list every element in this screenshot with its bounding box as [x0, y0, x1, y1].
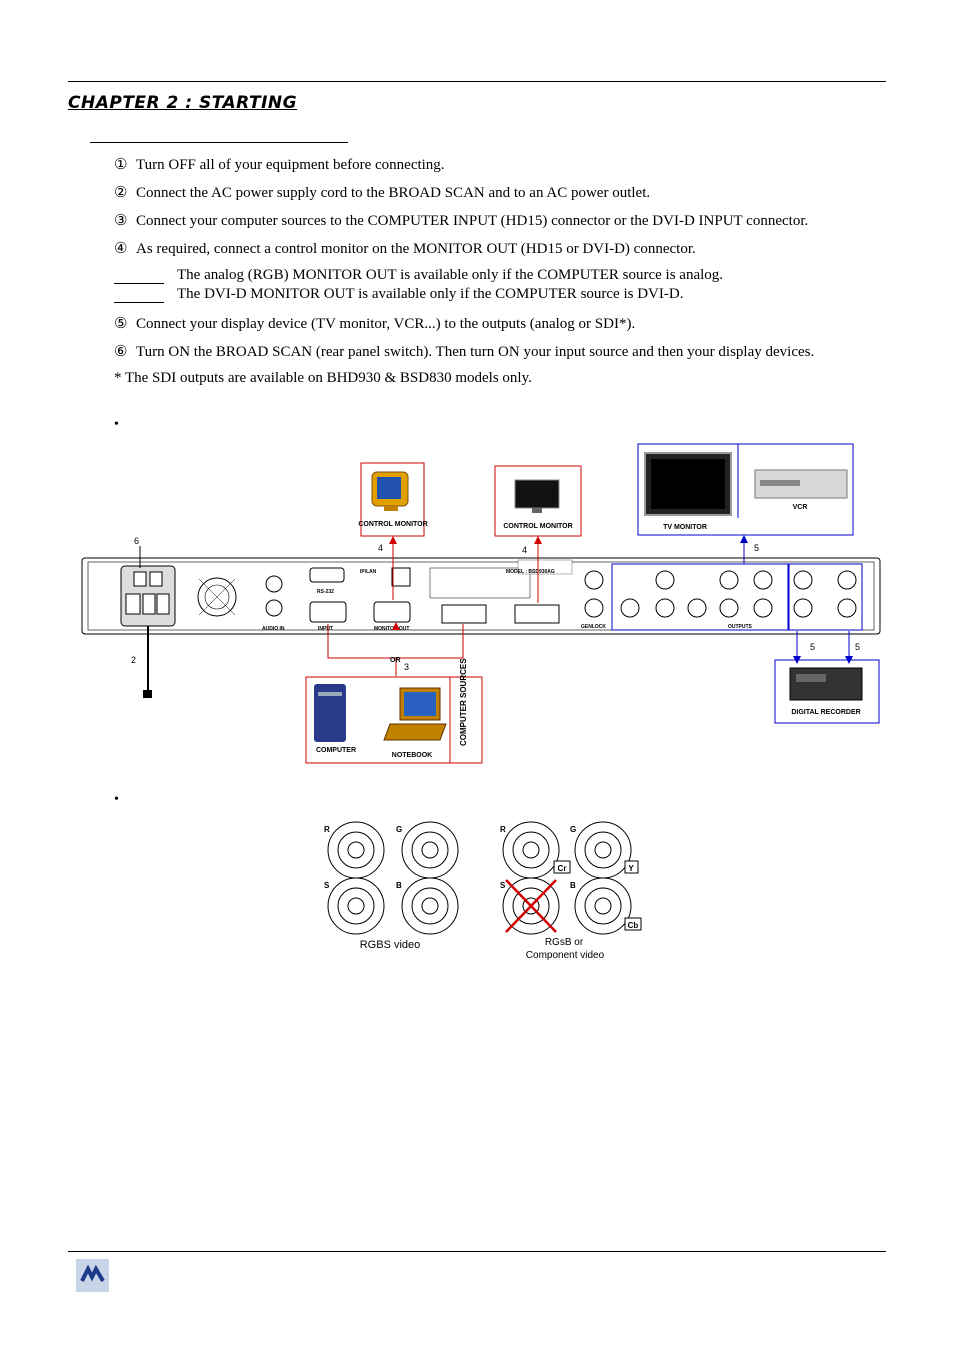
callout-6: 6 — [134, 536, 139, 546]
note-rule — [114, 283, 164, 284]
control-monitor-label-2: CONTROL MONITOR — [503, 523, 572, 530]
vcr-label: VCR — [793, 504, 808, 511]
note-analog: The analog (RGB) MONITOR OUT is availabl… — [177, 267, 724, 283]
ip-lan-label: IP/LAN — [360, 569, 377, 575]
step-number: ③ — [114, 213, 128, 229]
genlock-label: GENLOCK — [581, 624, 606, 630]
step-text: Turn OFF all of your equipment before co… — [136, 157, 445, 173]
callout-2: 2 — [131, 655, 136, 665]
step-text: As required, connect a control monitor o… — [136, 241, 696, 257]
bnc-label-b: B — [570, 881, 576, 890]
rgbs-caption: RGBS video — [360, 939, 421, 951]
chapter-title: CHAPTER 2 : STARTING — [68, 93, 298, 113]
step-2: ② Connect the AC power supply cord to the… — [114, 183, 650, 202]
rs232-label: RS-232 — [317, 589, 334, 595]
bnc-label-r: R — [500, 825, 506, 834]
component-caption-1: RGsB or — [545, 937, 584, 948]
step-number: ⑥ — [114, 344, 128, 360]
step-number: ④ — [114, 241, 128, 257]
bnc-label-r: R — [324, 825, 330, 834]
cross-mark — [505, 879, 557, 933]
digital-recorder-label: DIGITAL RECORDER — [791, 709, 860, 716]
model-label: MODEL : BSD930AG — [506, 569, 555, 575]
digital-recorder: DIGITAL RECORDER — [774, 659, 880, 724]
note-dvi: The DVI-D MONITOR OUT is available only … — [177, 286, 684, 302]
audio-in-label: AUDIO IN — [262, 626, 285, 632]
step-text: Connect your computer sources to the COM… — [136, 213, 809, 229]
computer-label: COMPUTER — [316, 747, 356, 754]
input-label: INPUT — [318, 626, 333, 632]
component-caption-2: Component video — [526, 950, 605, 961]
callout-4: 4 — [378, 543, 383, 553]
computer-sources: COMPUTER NOTEBOOK COMPUTER SOURCES — [305, 658, 483, 764]
top-rule — [68, 81, 886, 82]
bullet: • — [114, 417, 119, 432]
section-underline — [90, 142, 348, 143]
bnc-label-b: B — [396, 881, 402, 890]
bnc-label-g: G — [570, 825, 576, 834]
monitor-out-label: MONITOR OUT — [374, 626, 409, 632]
step-number: ⑤ — [114, 316, 128, 332]
display-devices: TV MONITOR VCR — [637, 443, 854, 536]
control-monitor-label-1: CONTROL MONITOR — [358, 521, 427, 528]
tag-cb: Cb — [628, 921, 639, 930]
callout-5: 5 — [810, 642, 815, 652]
tag-y: Y — [628, 864, 634, 873]
or-label: OR — [390, 657, 401, 664]
tv-monitor-label: TV MONITOR — [663, 524, 707, 531]
step-6: ⑥ Turn ON the BROAD SCAN (rear panel swit… — [114, 342, 814, 361]
callout-4: 4 — [522, 545, 527, 555]
step-4: ④ As required, connect a control monitor … — [114, 239, 696, 258]
bottom-rule — [68, 1251, 886, 1252]
callout-3: 3 — [404, 662, 409, 672]
tag-cr: Cr — [558, 864, 567, 873]
rear-panel: AUDIO IN RS-232 INPUT IP/LAN MONITOR OUT… — [81, 557, 881, 635]
bnc-label-g: G — [396, 825, 402, 834]
control-monitor-flat: CONTROL MONITOR — [494, 465, 582, 537]
callout-5: 5 — [754, 543, 759, 553]
step-5: ⑤ Connect your display device (TV monitor… — [114, 314, 635, 333]
bnc-label-s: S — [500, 881, 506, 890]
computer-sources-label: COMPUTER SOURCES — [459, 658, 468, 746]
company-logo — [76, 1259, 109, 1292]
control-monitor-crt: CONTROL MONITOR — [358, 462, 428, 537]
step-text: Turn ON the BROAD SCAN (rear panel switc… — [136, 344, 815, 360]
step-text: Connect the AC power supply cord to the … — [136, 185, 651, 201]
bnc-label-s: S — [324, 881, 330, 890]
note-rule — [114, 302, 164, 303]
footnote: * The SDI outputs are available on BHD93… — [114, 370, 532, 386]
bnc-component-group — [502, 821, 632, 935]
step-number: ② — [114, 185, 128, 201]
bnc-rgbs-group — [327, 821, 459, 935]
step-number: ① — [114, 157, 128, 173]
notebook-label: NOTEBOOK — [392, 752, 432, 759]
step-3: ③ Connect your computer sources to the CO… — [114, 211, 808, 230]
bullet: • — [114, 792, 119, 807]
step-text: Connect your display device (TV monitor,… — [136, 316, 636, 332]
outputs-label: OUTPUTS — [728, 624, 753, 630]
step-1: ① Turn OFF all of your equipment before c… — [114, 155, 445, 174]
callout-5: 5 — [855, 642, 860, 652]
